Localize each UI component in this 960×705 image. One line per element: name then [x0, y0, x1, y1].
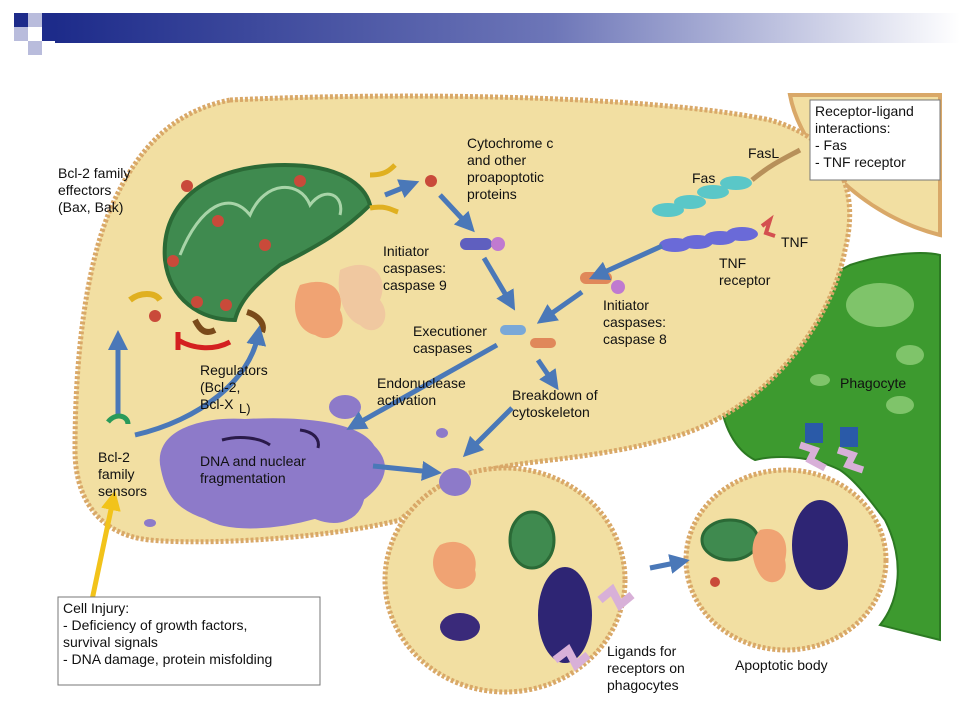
label-cytochrome-line: and other [467, 152, 526, 168]
label-fasl-line: FasL [748, 145, 779, 161]
vesicle [144, 519, 156, 527]
label-regulators-subscript: L) [239, 401, 251, 416]
bcl2-sensor-protein [106, 413, 131, 425]
phagocyte-vacuole [846, 283, 914, 327]
label-initiator8-line: caspase 8 [603, 331, 667, 347]
cytochrome-c-molecule [710, 577, 720, 587]
phagocyte-vacuole [886, 396, 914, 414]
label-apoptotic-body-line: Apoptotic body [735, 657, 828, 673]
cell-injury-text-line: survival signals [63, 634, 158, 650]
cytochrome-c-molecule [425, 175, 437, 187]
label-regulators-line: Regulators [200, 362, 268, 378]
mitochondrion-small [700, 518, 760, 562]
nuclear-fragment [439, 468, 471, 496]
vesicle [329, 395, 361, 419]
fas-receptor [652, 147, 802, 217]
label-regulators-line: (Bcl-2, [200, 379, 240, 395]
label-cytochrome-line: proteins [467, 186, 517, 202]
vesicle [436, 428, 448, 438]
cell-injury-text-line: Cell Injury: [63, 600, 129, 616]
nuclear-fragment-large [538, 567, 592, 663]
cell-injury-box [57, 596, 321, 686]
mitochondrion [149, 162, 373, 323]
label-initiator9-line: Initiator [383, 243, 429, 259]
receptor-ligand-box [809, 99, 941, 181]
phagocyte-vacuole [896, 345, 924, 365]
label-dna-line: DNA and nuclear [200, 453, 306, 469]
pathway-arrows [89, 179, 690, 601]
label-effectors-line: (Bax, Bak) [58, 199, 123, 215]
label-cytochrome-line: proapoptotic [467, 169, 544, 185]
label-endonuclease-line: activation [377, 392, 436, 408]
label-sensors-line: Bcl-2 [98, 449, 130, 465]
label-sensors-line: family [98, 466, 135, 482]
label-breakdown-line: Breakdown of [512, 387, 598, 403]
receptor-ligand-text-line: - Fas [815, 137, 847, 153]
endoplasmic-reticulum [295, 264, 386, 339]
nuclear-fragment-small [440, 613, 480, 641]
fragmenting-nucleus [157, 416, 387, 531]
label-regulators-line: Bcl-X [200, 396, 234, 412]
receptor-ligand-text-line: interactions: [815, 120, 890, 136]
label-dna-line: fragmentation [200, 470, 286, 486]
nuclear-fragment-large [792, 500, 848, 590]
label-sensors-line: sensors [98, 483, 147, 499]
label-tnf-receptor-line: TNF [719, 255, 746, 271]
receptor-ligand-text-line: Receptor-ligand [815, 103, 914, 119]
cell-injury-text-line: - DNA damage, protein misfolding [63, 651, 272, 667]
label-tnf-line: TNF [781, 234, 808, 250]
label-executioner-line: caspases [413, 340, 472, 356]
label-phagocyte-line: Phagocyte [840, 375, 906, 391]
label-endonuclease-line: Endonuclease [377, 375, 466, 391]
label-breakdown-line: cytoskeleton [512, 404, 590, 420]
tnf-receptor [659, 214, 776, 252]
label-executioner-line: Executioner [413, 323, 487, 339]
regulator-inhibition-line [176, 337, 232, 351]
label-initiator9-line: caspases: [383, 260, 446, 276]
mitochondrion-small [508, 510, 556, 570]
label-effectors-line: effectors [58, 182, 111, 198]
cell-injury-text-line: - Deficiency of growth factors, [63, 617, 247, 633]
label-ligands-line: phagocytes [607, 677, 679, 693]
header-decoration [14, 13, 960, 55]
label-initiator8-line: Initiator [603, 297, 649, 313]
label-fas-line: Fas [692, 170, 715, 186]
label-effectors-line: Bcl-2 family [58, 165, 130, 181]
label-tnf-receptor-line: receptor [719, 272, 771, 288]
label-ligands-line: receptors on [607, 660, 685, 676]
label-ligands-line: Ligands for [607, 643, 677, 659]
phagocyte-vacuole [810, 374, 830, 386]
label-initiator8-line: caspases: [603, 314, 666, 330]
er-fragment [433, 541, 476, 590]
receptor-ligand-text-line: - TNF receptor [815, 154, 906, 170]
er-fragment [752, 529, 787, 583]
apoptotic-body [683, 467, 889, 653]
phagocyte-receptor-ligands [552, 423, 865, 672]
label-cytochrome-line: Cytochrome c [467, 135, 553, 151]
label-initiator9-line: caspase 9 [383, 277, 447, 293]
